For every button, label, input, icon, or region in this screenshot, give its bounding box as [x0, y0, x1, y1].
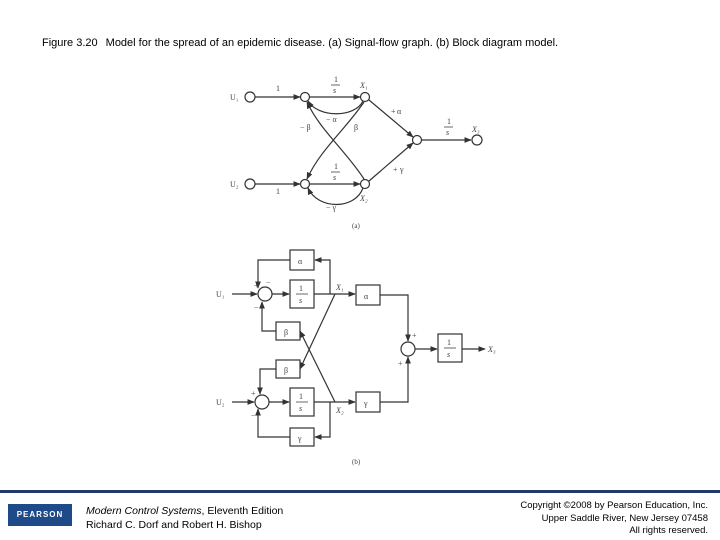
bd-u2: U₂ — [216, 398, 225, 407]
publisher-logo: PEARSON — [8, 504, 72, 526]
bd-wire-x2-cross — [299, 330, 336, 403]
book-edition: , Eleventh Edition — [201, 505, 284, 517]
branch-x2-to-n1 — [306, 101, 365, 180]
bd-sum-2 — [254, 394, 270, 410]
copyright-line-3: All rights reserved. — [629, 525, 708, 536]
bd-int2-num: 1 — [299, 392, 303, 401]
sfg-gain-neg-alpha: − α — [326, 115, 338, 124]
node-x1 — [359, 91, 371, 103]
sfg-int3-den: s — [446, 128, 449, 137]
copyright: Copyright ©2008 by Pearson Education, In… — [520, 500, 708, 538]
book-info: Modern Control Systems, Eleventh Edition… — [86, 504, 283, 532]
bd-wire-alpha-sum3 — [380, 294, 411, 342]
branch-x2-sum — [368, 142, 414, 182]
bd-block-gamma-feedback — [289, 427, 315, 447]
bd-sign-sum1-minus-2: − — [254, 303, 259, 312]
bd-beta-2: β — [284, 366, 288, 375]
bd-wire-beta2-sum2 — [257, 368, 276, 395]
bd-int3-den: s — [447, 350, 450, 359]
bd-wire-gamma-fb-out — [314, 402, 331, 440]
bd-gamma-fb: γ — [297, 434, 302, 443]
sfg-gain-alpha: α — [397, 107, 402, 116]
branch-x1-sum — [368, 99, 414, 138]
sfg-int1-num: 1 — [334, 75, 338, 84]
signal-flow-labels: U₁ U₂ X₁ X₂ X₃ 1 1 1 s 1 s 1 s − α − β β… — [230, 75, 480, 230]
bd-sign-sum1-plus: + — [254, 281, 259, 290]
bd-wire-x1-cross — [299, 293, 336, 370]
sfg-label-a: (a) — [352, 222, 360, 230]
loop-neg-alpha — [307, 100, 364, 115]
sfg-int2-num: 1 — [334, 162, 338, 171]
footer-rule — [0, 490, 720, 493]
bd-int2-den: s — [299, 404, 302, 413]
bd-sign-sum2-plus: + — [251, 389, 256, 398]
sfg-gain-gamma: γ — [399, 165, 404, 174]
diagram-canvas: U₁ U₂ X₁ X₂ X₃ 1 1 1 s 1 s 1 s − α − β β… — [216, 75, 496, 466]
bd-alpha-fb: α — [298, 257, 303, 266]
sfg-gain-neg-gamma: − γ — [326, 203, 337, 212]
bd-x2: X₂ — [335, 406, 344, 415]
sfg-int1-den: s — [333, 86, 336, 95]
sfg-u1: U₁ — [230, 93, 239, 102]
figure-caption: Figure 3.20 Model for the spread of an ep… — [42, 37, 558, 49]
sfg-plus-gamma-sign: + — [393, 165, 398, 174]
bd-sum-3 — [400, 341, 416, 357]
bd-int1-num: 1 — [299, 284, 303, 293]
sfg-int3-num: 1 — [447, 117, 451, 126]
bd-beta-1: β — [284, 328, 288, 337]
block-diagram-wires — [232, 257, 486, 440]
sfg-plus-alpha-sign: + — [391, 107, 396, 116]
bd-wire-alpha-fb-in — [255, 259, 290, 289]
node-x2 — [359, 178, 371, 190]
sfg-x2: X₂ — [359, 194, 368, 203]
sfg-x3: X₃ — [471, 125, 480, 134]
node-n2 — [299, 178, 311, 190]
block-diagram — [254, 249, 463, 447]
sfg-gain-u2: 1 — [276, 187, 280, 196]
bd-int1-den: s — [299, 296, 302, 305]
node-x3 — [471, 134, 483, 146]
bd-wire-alpha-fb-out — [314, 257, 331, 294]
bd-x1: X₁ — [335, 283, 344, 292]
bd-sign-sum1-minus: − — [266, 278, 271, 287]
bd-label-b: (b) — [352, 458, 361, 466]
sfg-gain-neg-beta: − β — [300, 123, 311, 132]
bd-x3: X₃ — [487, 345, 496, 354]
bd-sign-sum2-minus: − — [251, 411, 256, 420]
bd-int3-num: 1 — [447, 338, 451, 347]
copyright-line-1: Copyright ©2008 by Pearson Education, In… — [520, 500, 708, 511]
bd-gamma-fwd: γ — [363, 399, 368, 408]
sfg-u2: U₂ — [230, 180, 239, 189]
bd-sum-1 — [257, 286, 273, 302]
block-diagram-labels: U₁ U₂ X₁ X₂ X₃ α 1 s β β 1 s γ α γ 1 s +… — [216, 257, 496, 466]
bd-u1: U₁ — [216, 290, 225, 299]
sfg-gain-u1: 1 — [276, 84, 280, 93]
book-title: Modern Control Systems — [86, 505, 202, 517]
book-authors: Richard C. Dorf and Robert H. Bishop — [86, 519, 262, 531]
figure-caption-text: Model for the spread of an epidemic dise… — [105, 37, 559, 49]
copyright-line-2: Upper Saddle River, New Jersey 07458 — [541, 512, 708, 524]
bd-block-gamma-forward — [355, 391, 381, 413]
sfg-x1: X₁ — [359, 81, 368, 90]
node-u2 — [244, 178, 256, 190]
bd-wire-gamma-fb-in — [255, 408, 290, 438]
node-n1 — [299, 91, 311, 103]
node-sum — [411, 134, 423, 146]
bd-wire-gamma-sum3 — [380, 356, 411, 403]
bd-wire-beta1-sum1 — [259, 301, 276, 332]
bd-sign-sum3-plus: + — [412, 331, 417, 340]
sfg-int2-den: s — [333, 173, 336, 182]
figure-number: Figure 3.20 — [42, 37, 98, 49]
signal-flow-graph — [244, 91, 483, 206]
bd-alpha-fwd: α — [364, 292, 369, 301]
slide-footer: PEARSON Modern Control Systems, Eleventh… — [0, 490, 720, 540]
node-u1 — [244, 91, 256, 103]
loop-neg-gamma — [307, 187, 364, 206]
bd-sign-sum3-plus-2: + — [398, 359, 403, 368]
sfg-gain-beta: β — [354, 123, 358, 132]
